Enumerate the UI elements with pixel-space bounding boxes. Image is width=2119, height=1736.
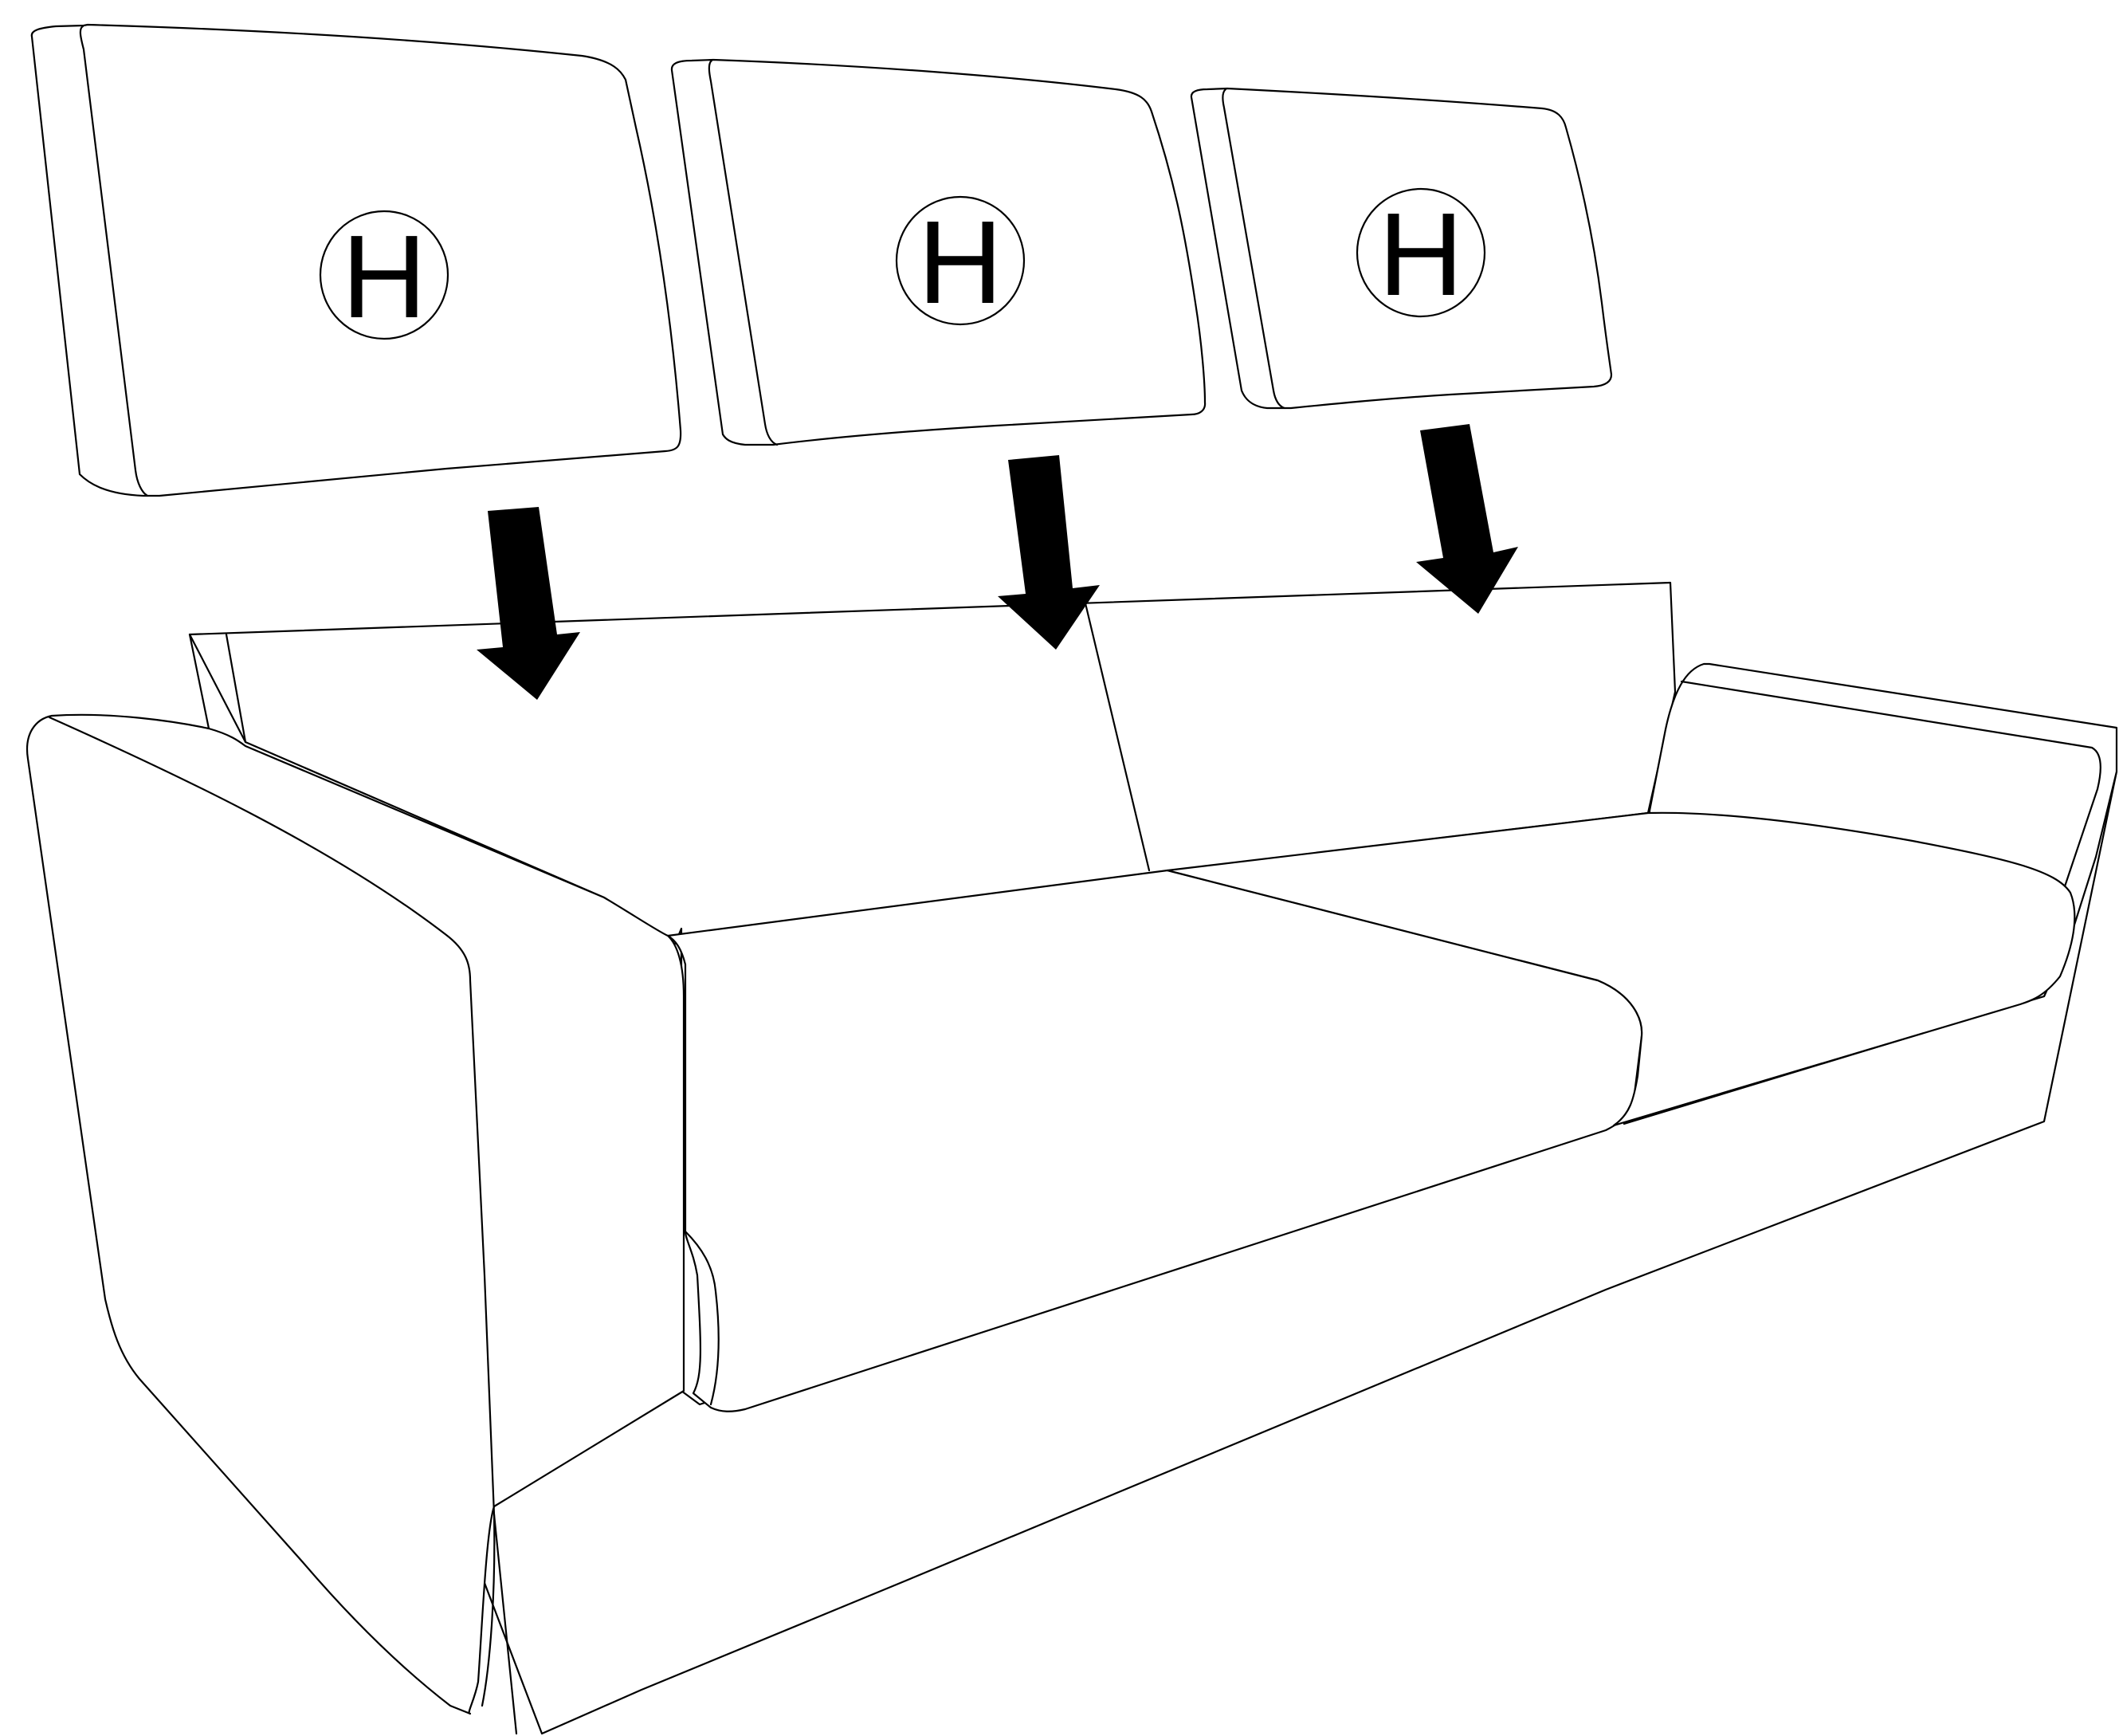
down-arrow-1 — [477, 507, 580, 700]
cushion-label-3: H — [1379, 189, 1464, 320]
cushion-label-badge-3: H — [1356, 187, 1486, 320]
cushion-label-1: H — [342, 211, 427, 343]
headrest-cushion-1: H — [30, 23, 682, 497]
down-arrow-2 — [998, 455, 1100, 650]
cushion-label-badge-2: H — [895, 195, 1026, 328]
sofa — [26, 581, 2118, 1735]
cushion-label-2: H — [918, 197, 1003, 328]
sofa-seat-cushion-right — [1166, 811, 2076, 1127]
headrest-cushion-3: H — [1190, 87, 1613, 410]
placement-arrows — [477, 424, 1518, 700]
sofa-left-armrest — [26, 713, 685, 1735]
cushion-label-badge-1: H — [319, 210, 449, 343]
headrest-cushion-2: H — [670, 58, 1207, 446]
down-arrow-3 — [1416, 424, 1518, 614]
